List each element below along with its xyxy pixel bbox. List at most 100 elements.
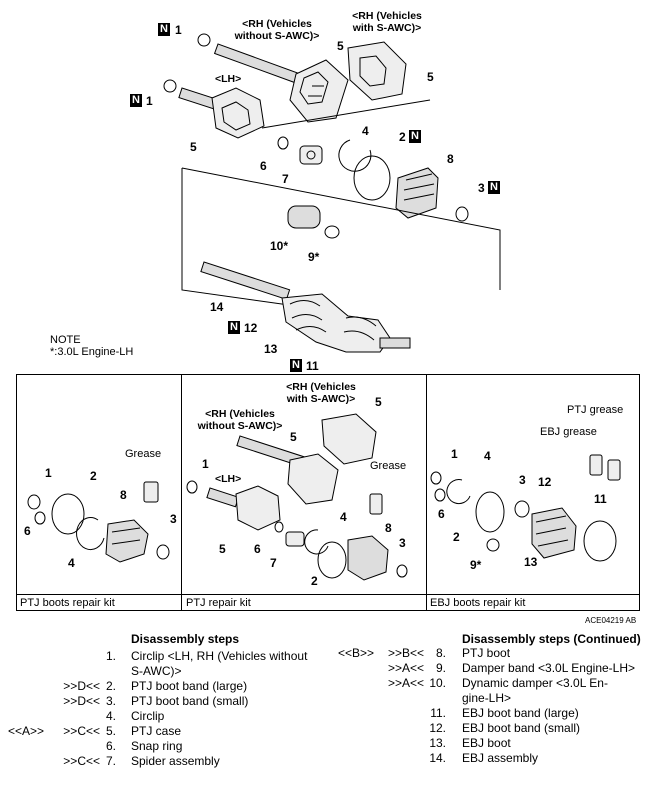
step-row: >>A<<10.Dynamic damper <3.0L En- <box>387 676 608 690</box>
kit-panel-ebj-boots <box>426 374 640 611</box>
panel2-callout: 5 <box>219 542 226 556</box>
callout-12: 12 <box>244 321 258 335</box>
callout-14: 14 <box>210 300 224 314</box>
dynamic-damper-10 <box>287 205 321 229</box>
panel3-callout: 2 <box>453 530 460 544</box>
panel3-callout: 1 <box>451 447 458 461</box>
steps-left-title: Disassembly steps <box>131 632 240 646</box>
callout-3: 3 <box>478 181 485 195</box>
callout-5: 5 <box>190 140 197 154</box>
step-row: 11.EBJ boot band (large) <box>430 706 579 720</box>
callout-6: 6 <box>260 159 267 173</box>
step-row: >>D<<3.PTJ boot band (small) <box>63 694 249 708</box>
ptj-boot-8 <box>395 167 439 219</box>
step-row: >>C<<7.Spider assembly <box>63 754 220 768</box>
panel2-rh-sawc-label: <RH (Vehicles with S-AWC)> <box>286 381 356 405</box>
n-badge: N <box>130 94 142 107</box>
callout-1: 1 <box>175 23 182 37</box>
callout-11: 11 <box>306 359 319 373</box>
callout-5: 5 <box>427 70 434 84</box>
panel3-callout: 6 <box>438 507 445 521</box>
panel2-callout: 5 <box>375 395 382 409</box>
step-row: >>D<<2.PTJ boot band (large) <box>63 679 248 693</box>
kit-caption-ptj-boots: PTJ boots repair kit <box>20 597 115 609</box>
rh-case-sawc <box>347 41 407 101</box>
callout-9: 9* <box>308 250 320 264</box>
n-badge: N <box>158 23 170 36</box>
panel3-callout: 9* <box>470 558 482 572</box>
ptj-grease-label: PTJ grease <box>567 404 624 416</box>
step-row: 6.Snap ring <box>105 739 183 753</box>
circlip-1-lh <box>163 79 177 93</box>
callout-4: 4 <box>362 124 369 138</box>
rh-without-sawc-label: <RH (Vehicles without S-AWC)> <box>234 18 320 42</box>
note-title: NOTE <box>50 334 81 346</box>
step-row: >>A<<9.Damper band <3.0L Engine-LH> <box>387 661 636 675</box>
callout-1: 1 <box>146 94 153 108</box>
rh-shaft-no-sawc <box>213 43 349 123</box>
panel3-callout: 13 <box>524 555 538 569</box>
kit-caption-ptj: PTJ repair kit <box>186 597 251 609</box>
lh-shaft <box>163 79 265 139</box>
panel2-callout: 4 <box>340 510 347 524</box>
n-badge: N <box>409 130 421 143</box>
step-row: 13.EBJ boot <box>429 736 511 750</box>
panel3-callout: 3 <box>519 473 526 487</box>
snap-ring-6 <box>277 136 289 150</box>
caption-divider <box>16 594 640 595</box>
panel2-callout: 8 <box>385 521 392 535</box>
panel1-callout: 1 <box>45 466 52 480</box>
lh-label: <LH> <box>215 73 242 85</box>
step-row: 4.Circlip <box>105 709 165 723</box>
panel3-callout: 4 <box>484 449 491 463</box>
n-badge: N <box>488 181 500 194</box>
n-badge: N <box>290 359 302 372</box>
panel1-callout: 8 <box>120 488 127 502</box>
kit-caption-ebj-boots: EBJ boots repair kit <box>430 597 526 609</box>
step-row: 12.EBJ boot band (small) <box>429 721 581 735</box>
callout-13: 13 <box>264 342 278 356</box>
ebj-grease-label: EBJ grease <box>540 426 597 438</box>
panel2-callout: 5 <box>290 430 297 444</box>
panel2-callout: 2 <box>311 574 318 588</box>
panel3-callout: 12 <box>538 475 552 489</box>
kit-panel-ptj-boots <box>16 374 182 611</box>
figure-code: ACE04219 AB <box>585 616 637 625</box>
damper-band-9 <box>324 225 340 239</box>
step-row: 1.Circlip <LH, RH (Vehicles without <box>105 649 308 663</box>
panel2-callout: 7 <box>270 556 277 570</box>
grease-label: Grease <box>125 448 162 460</box>
step-row: gine-LH> <box>462 691 512 705</box>
panel1-callout: 6 <box>24 524 31 538</box>
boot-band-3 <box>455 206 469 222</box>
panel2-grease-label: Grease <box>370 460 407 472</box>
panel2-callout: 3 <box>399 536 406 550</box>
n-badge: N <box>228 321 240 334</box>
circlip-4 <box>338 139 372 172</box>
ebj-assembly <box>200 261 411 353</box>
panel1-callout: 2 <box>90 469 97 483</box>
step-row: S-AWC)> <box>131 664 182 678</box>
panel1-callout: 4 <box>68 556 75 570</box>
panel1-callout: 3 <box>170 512 177 526</box>
callout-10: 10* <box>270 239 289 253</box>
panel2-rh-no-sawc-label: <RH (Vehicles without S-AWC)> <box>197 408 283 432</box>
panel2-lh-label: <LH> <box>215 473 242 485</box>
note-text: *:3.0L Engine-LH <box>50 346 134 358</box>
panel2-callout: 6 <box>254 542 261 556</box>
boot-band-2 <box>353 155 391 201</box>
callout-5: 5 <box>337 39 344 53</box>
callout-2: 2 <box>399 130 406 144</box>
callout-8: 8 <box>447 152 454 166</box>
step-row: <<B>>>>B<<8.PTJ boot <box>337 646 511 660</box>
rh-with-sawc-label: <RH (Vehicles with S-AWC)> <box>352 10 422 34</box>
spider-assembly-7 <box>299 145 323 165</box>
circlip-1-top <box>197 33 211 47</box>
panel3-callout: 11 <box>594 492 607 506</box>
panel2-callout: 1 <box>202 457 209 471</box>
step-row: <<A>>>>C<<5.PTJ case <box>7 724 182 738</box>
callout-7: 7 <box>282 172 289 186</box>
steps-right-title: Disassembly steps (Continued) <box>462 632 641 646</box>
step-row: 14.EBJ assembly <box>429 751 539 765</box>
